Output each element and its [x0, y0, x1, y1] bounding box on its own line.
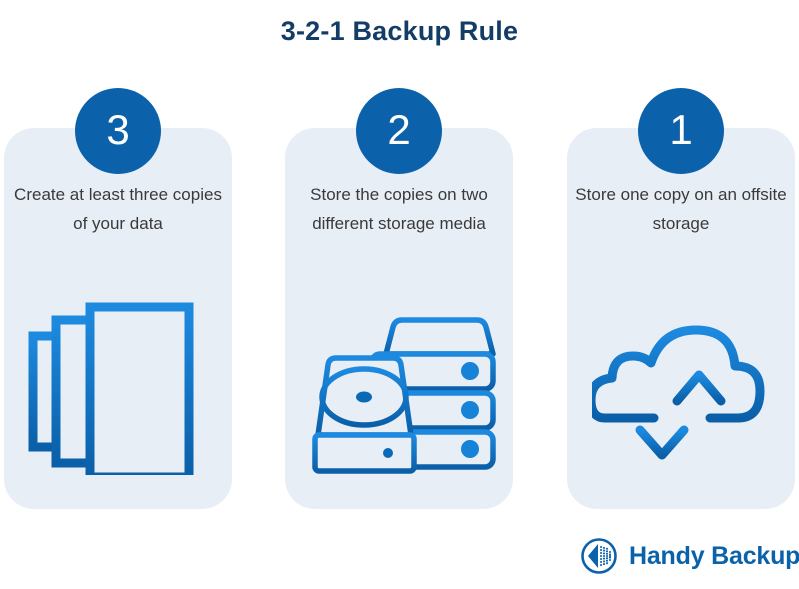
- rack-light: [461, 401, 479, 419]
- page-title: 3-2-1 Backup Rule: [280, 16, 519, 46]
- three-copies-icon: [24, 300, 214, 482]
- card-offsite-storage: [567, 128, 795, 509]
- disc-platter: [319, 366, 409, 428]
- badge-one: 1: [638, 88, 724, 174]
- card-storage-media-caption: Store the copies on two different storag…: [310, 185, 488, 233]
- rack-light: [461, 362, 479, 380]
- cloud-sync-icon: [586, 318, 772, 478]
- card-offsite-storage-caption: Store one copy on an offsite storage: [575, 185, 787, 233]
- badge-three: 3: [75, 88, 161, 174]
- download-arrow: [635, 371, 689, 460]
- rack-light: [461, 440, 479, 458]
- badge-two: 2: [356, 88, 442, 174]
- handy-backup-logo-text: Handy Backup: [629, 541, 799, 570]
- badge-three-number: 3: [106, 106, 130, 153]
- badge-one-number: 1: [669, 106, 693, 153]
- badge-two-number: 2: [387, 106, 411, 153]
- disc-hub: [356, 391, 372, 403]
- handy-backup-logo: Handy Backup: [580, 536, 799, 576]
- storage-media-icon: [300, 305, 500, 480]
- drive-led: [383, 448, 393, 458]
- upload-arrow: [672, 370, 726, 459]
- card-three-caption: Create at least three copies of your dat…: [14, 185, 222, 233]
- handy-backup-logo-mark: [580, 537, 618, 575]
- cloud-outline: [586, 325, 765, 423]
